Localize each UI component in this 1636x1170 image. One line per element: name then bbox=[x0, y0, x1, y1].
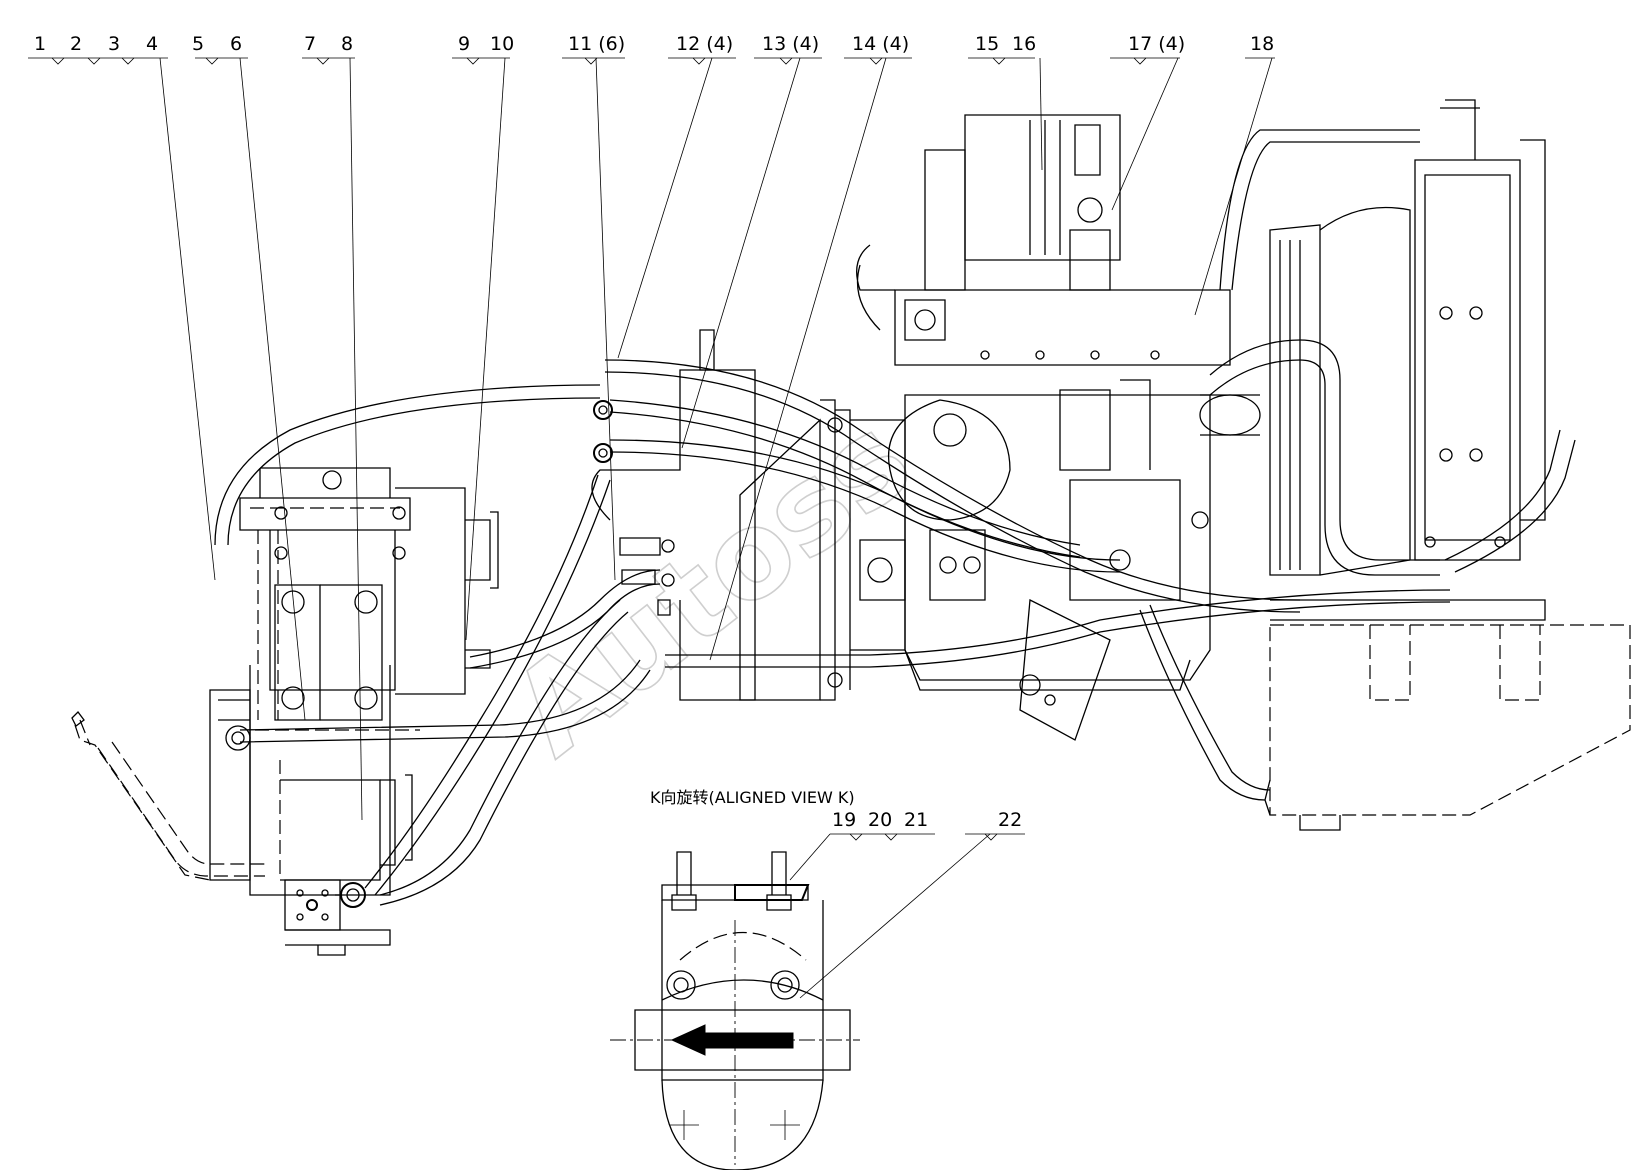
callout-15: 15 bbox=[975, 33, 999, 55]
callout-16: 16 bbox=[1012, 33, 1036, 55]
callout-19: 19 bbox=[832, 809, 856, 831]
diesel-engine bbox=[856, 99, 1576, 741]
callout-6: 6 bbox=[230, 33, 242, 55]
callout-3: 3 bbox=[108, 33, 120, 55]
callout-1: 1 bbox=[34, 33, 46, 55]
callout-17: 17 (4) bbox=[1128, 33, 1185, 55]
callout-11: 11 (6) bbox=[568, 33, 625, 55]
hose-routing bbox=[214, 359, 1451, 906]
callout-labels: 1 2 3 4 5 6 7 8 9 10 11 (6) 12 (4) 13 (4… bbox=[28, 33, 1275, 821]
callout-7: 7 bbox=[304, 33, 316, 55]
callout-12: 12 (4) bbox=[676, 33, 733, 55]
callout-20: 20 bbox=[868, 809, 892, 831]
watermark-text: Autoss bbox=[487, 390, 936, 783]
callout-9: 9 bbox=[458, 33, 470, 55]
hand-pump-lever bbox=[71, 711, 265, 881]
callout-22: 22 bbox=[998, 809, 1022, 831]
callout-2: 2 bbox=[70, 33, 82, 55]
hydraulic-pump-assembly bbox=[209, 467, 499, 956]
callout-8: 8 bbox=[341, 33, 353, 55]
hose-fittings bbox=[593, 400, 675, 616]
callout-10: 10 bbox=[490, 33, 514, 55]
callout-18: 18 bbox=[1250, 33, 1274, 55]
aligned-view-title: K向旋转(ALIGNED VIEW K) bbox=[650, 788, 855, 807]
callout-14: 14 (4) bbox=[852, 33, 909, 55]
callout-4: 4 bbox=[146, 33, 158, 55]
aligned-view-k: K向旋转(ALIGNED VIEW K) 19 20 21 22 bbox=[610, 788, 1025, 1170]
callout-21: 21 bbox=[904, 809, 928, 831]
hydraulic-tank bbox=[1264, 599, 1631, 831]
callout-13: 13 (4) bbox=[762, 33, 819, 55]
callout-5: 5 bbox=[192, 33, 204, 55]
